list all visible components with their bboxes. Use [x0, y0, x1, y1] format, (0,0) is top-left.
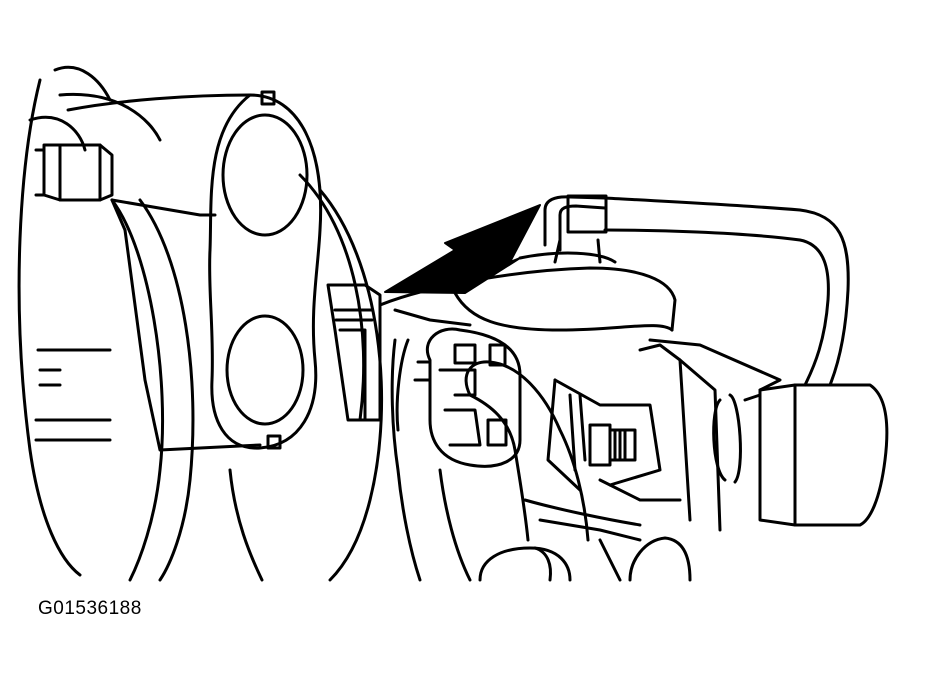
mounting-bracket [546, 378, 682, 502]
figure-id-label: G01536188 [38, 598, 142, 619]
hex-bolt [34, 143, 114, 202]
housing-arcs [17, 65, 384, 582]
two-hole-flange [208, 90, 323, 450]
bottom-fitting [478, 536, 692, 582]
hose-clamp [395, 327, 522, 468]
sensor-bracket [326, 283, 382, 422]
rubber-hose [464, 360, 642, 542]
callout-arrow-icon [384, 204, 541, 294]
technical-illustration [17, 65, 889, 582]
vacuum-hose [543, 194, 850, 387]
electrical-connector [638, 338, 889, 532]
background-arcs [390, 338, 472, 582]
